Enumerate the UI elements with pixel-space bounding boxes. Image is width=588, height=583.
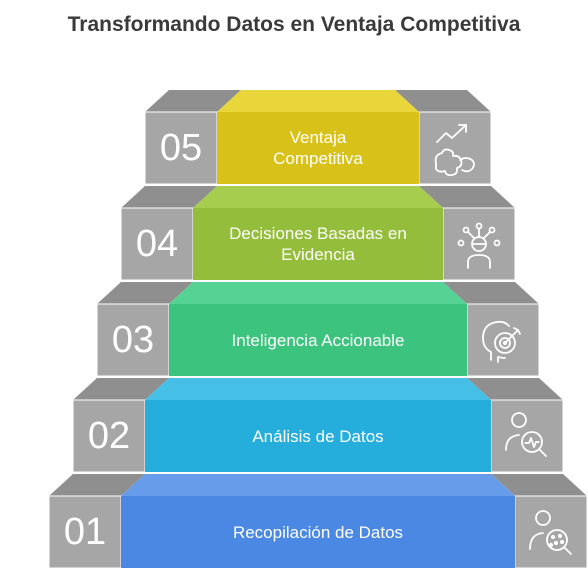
step-3-left-block [96,303,170,377]
step-4-front [193,208,443,280]
step-2-top-right-face [467,378,563,400]
step-4-top-right-face [419,186,515,208]
analysis-search-icon [505,412,547,457]
step-2 [72,378,564,473]
step-1-label: Recopilación de Datos [232,522,404,542]
step-1 [48,474,588,569]
step-5-top-center-face [217,90,419,112]
step-5-front [217,112,419,184]
step-5-number: 05 [159,126,203,169]
step-3 [96,282,540,377]
step-3-top-left-face [97,282,193,304]
step-5-top-right-face [395,90,491,112]
step-2-label: Análisis de Datos [252,426,384,446]
data-collection-icon [529,510,572,555]
step-1-top-right-face [491,474,587,496]
step-2-front [145,400,491,472]
step-3-top-center-face [169,282,467,304]
step-4-top-center-face [193,186,443,208]
growth-puzzle-icon [434,124,475,177]
step-1-front [121,496,515,568]
step-2-top-center-face [145,378,491,400]
step-2-number: 02 [87,414,131,457]
step-4-left-block [120,207,194,281]
step-1-top-left-face [49,474,145,496]
target-mind-icon [482,320,521,363]
step-5-label: Ventaja Competitiva [273,128,363,168]
step-4-top-left-face [121,186,217,208]
step-4-label: Decisiones Basadas en Evidencia [229,224,407,264]
step-2-right-block [490,399,564,473]
step-5 [144,90,492,185]
decision-network-icon [457,222,501,269]
step-4-number: 04 [135,222,179,265]
step-3-label: Inteligencia Accionable [231,330,405,350]
step-5-right-block [418,111,492,185]
step-1-top-center-face [121,474,515,496]
step-1-number: 01 [63,510,107,553]
step-3-number: 03 [111,318,155,361]
step-3-top-right-face [443,282,539,304]
step-3-front [169,304,467,376]
step-4 [120,186,516,281]
step-5-top-left-face [145,90,241,112]
step-2-top-left-face [73,378,169,400]
diagram-title: Transformando Datos en Ventaja Competiti… [67,13,521,36]
step-3-right-block [466,303,540,377]
